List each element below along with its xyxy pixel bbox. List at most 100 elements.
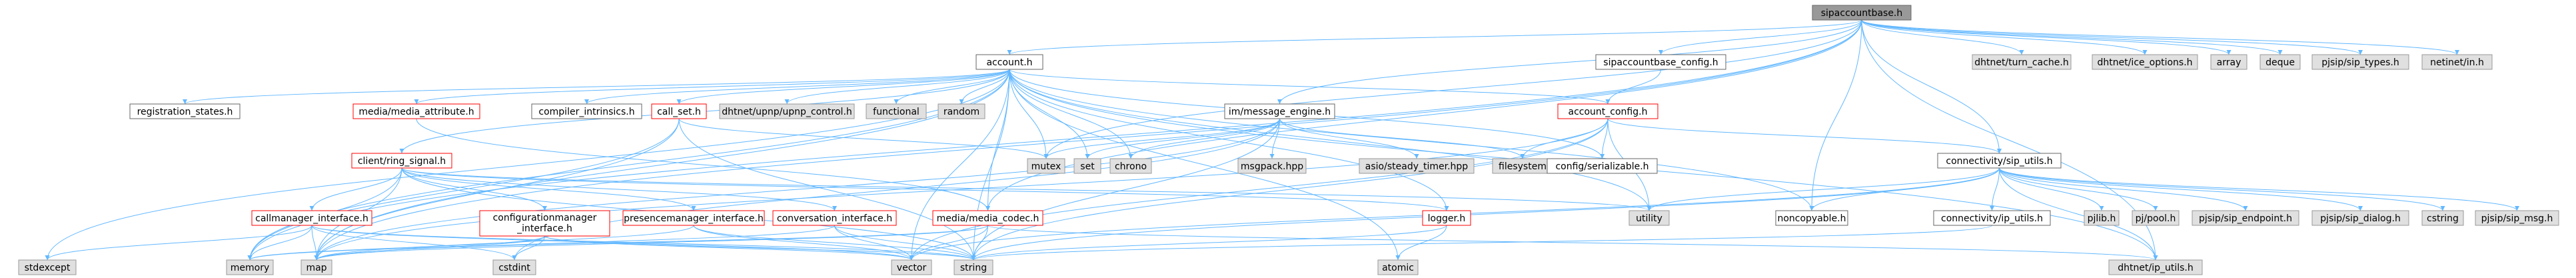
dependency-edge-message_engine_h-to-filesystem xyxy=(1279,118,1525,159)
dependency-edge-call_set_h-to-memory xyxy=(247,118,680,261)
node-call-set-h[interactable]: call_set.h xyxy=(651,103,707,119)
dependency-edge-account_h-to-noncopyable_h xyxy=(1009,69,1814,211)
dependency-edge-callmanager_interface_h-to-map xyxy=(311,225,319,261)
node-configurationmanager-interface-h[interactable]: configurationmanager_interface.h xyxy=(479,210,610,237)
node-deque: deque xyxy=(2259,54,2301,70)
node-label: connectivity/ip_utils.h xyxy=(1941,213,2043,224)
node-conversation-interface-h[interactable]: conversation_interface.h xyxy=(772,210,897,226)
node-label: asio/steady_timer.hpp xyxy=(1365,161,1469,172)
dependency-edge-callmanager_interface_h-to-stdexcept xyxy=(45,225,313,261)
dependency-edge-account_config_h-to-string xyxy=(971,118,1609,261)
node-box xyxy=(1557,103,1658,119)
dependency-edge-media_codec_h-to-ip_utils_dht xyxy=(987,225,2158,261)
dependency-edge-account_h-to-upnp_control xyxy=(784,69,1010,105)
dependency-edge-sipaccountbase_h-to-pjsip_types xyxy=(1861,19,2363,55)
dependency-edge-connectivity_sip_utils_h-to-ip_utils_dht xyxy=(1999,167,2158,261)
dependency-edge-sipaccountbase_h-to-map xyxy=(314,19,1862,261)
node-sipaccountbase-h: sipaccountbase.h xyxy=(1812,5,1912,21)
dependency-edge-message_engine_h-to-cstdint xyxy=(512,118,1280,261)
node-box xyxy=(1109,158,1152,174)
node-label: msgpack.hpp xyxy=(1241,161,1303,172)
node-random: random xyxy=(938,103,985,119)
node-pjsip-types: pjsip/sip_types.h xyxy=(2311,54,2409,70)
node-filesystem: filesystem xyxy=(1492,158,1553,174)
dependency-edge-sipaccountbase_h-to-turn_cache xyxy=(1861,19,2024,55)
dependency-edge-account_h-to-compiler_intrinsics_h xyxy=(584,69,1010,105)
dependency-edge-sipaccountbase_h-to-message_engine_h xyxy=(1277,19,1862,105)
node-map: map xyxy=(301,259,332,275)
node-box xyxy=(2421,210,2464,226)
node-compiler-intrinsics-h[interactable]: compiler_intrinsics.h xyxy=(531,103,642,119)
dependency-edge-connectivity_sip_utils_h-to-sip_msg xyxy=(1999,167,2519,211)
dependency-edge-account_config_h-to-connectivity_sip_utils_h xyxy=(1607,118,2002,154)
node-connectivity-ip-utils-h[interactable]: connectivity/ip_utils.h xyxy=(1933,210,2051,226)
node-label: account_config.h xyxy=(1569,107,1648,117)
dependency-edge-presencemanager_interface_h-to-vector xyxy=(693,225,914,261)
node-media-codec-h[interactable]: media/media_codec.h xyxy=(932,210,1043,226)
node-label: pj/pool.h xyxy=(2136,213,2176,224)
node-memory: memory xyxy=(226,259,274,275)
node-label: pjsip/sip_types.h xyxy=(2321,57,2399,68)
node-connectivity-sip-utils-h[interactable]: connectivity/sip_utils.h xyxy=(1937,153,2062,169)
dependency-edge-sipaccountbase_h-to-netinet_in xyxy=(1861,19,2459,55)
dependency-edge-account_config_h-to-vector xyxy=(909,118,1609,261)
node-noncopyable-h[interactable]: noncopyable.h xyxy=(1775,210,1848,226)
node-box xyxy=(1812,5,1912,21)
node-presencemanager-interface-h[interactable]: presencemanager_interface.h xyxy=(622,210,765,226)
node-label: array xyxy=(2217,57,2242,68)
node-label: functional xyxy=(873,107,920,117)
node-pjlib: pjlib.h xyxy=(2084,210,2120,226)
dependency-edge-configurationmanager_interface_h-to-cstdint xyxy=(512,235,545,261)
node-label: set xyxy=(1080,161,1095,172)
node-logger-h[interactable]: logger.h xyxy=(1422,210,1471,226)
node-label: utility xyxy=(1636,213,1662,224)
dependency-edge-call_set_h-to-mutex xyxy=(678,118,1049,159)
node-set: set xyxy=(1073,158,1101,174)
dependency-edge-client_ring_signal_h-to-logger_h xyxy=(401,167,1449,211)
node-pjpool: pj/pool.h xyxy=(2132,210,2180,226)
node-box xyxy=(18,259,77,275)
node-callmanager-interface-h[interactable]: callmanager_interface.h xyxy=(251,210,372,226)
dependency-edge-sipaccountbase_config_h-to-account_config_h xyxy=(1605,69,1661,105)
node-config-serializable-h[interactable]: config/serializable.h xyxy=(1547,158,1658,174)
node-label: stdexcept xyxy=(25,263,71,273)
node-account-h[interactable]: account.h xyxy=(975,54,1043,70)
dependency-edge-media_codec_h-to-map xyxy=(314,225,988,261)
node-box xyxy=(1937,153,2062,169)
dependency-edge-conversation_interface_h-to-map xyxy=(314,225,835,261)
node-media-attribute-h[interactable]: media/media_attribute.h xyxy=(352,103,480,119)
node-account-config-h[interactable]: account_config.h xyxy=(1557,103,1658,119)
dependency-edge-logger_h-to-atomic xyxy=(1395,225,1447,261)
node-registration-states-h[interactable]: registration_states.h xyxy=(129,103,241,119)
node-box xyxy=(932,210,1043,226)
dependency-edge-client_ring_signal_h-to-presencemanager_interface_h xyxy=(401,167,696,211)
node-client-ring-signal-h[interactable]: client/ring_signal.h xyxy=(351,153,452,169)
node-box xyxy=(954,259,993,275)
node-box xyxy=(719,103,855,119)
node-box xyxy=(975,54,1043,70)
node-label: mutex xyxy=(1031,161,1061,172)
node-box xyxy=(2311,54,2409,70)
dependency-edge-connectivity_ip_utils_h-to-string xyxy=(971,225,1992,261)
node-label: noncopyable.h xyxy=(1777,213,1846,224)
dependency-edge-connectivity_sip_utils_h-to-pjlib xyxy=(1999,167,2104,211)
node-label: connectivity/sip_utils.h xyxy=(1946,156,2052,167)
dependency-edge-callmanager_interface_h-to-memory xyxy=(247,225,313,261)
dependency-edge-sipaccountbase_h-to-connectivity_sip_utils_h xyxy=(1861,19,2002,154)
node-box xyxy=(891,259,932,275)
node-label: registration_states.h xyxy=(137,107,233,117)
node-sipaccountbase-config-h[interactable]: sipaccountbase_config.h xyxy=(1595,54,1726,70)
node-box xyxy=(1933,210,2051,226)
dependency-edge-media_codec_h-to-vector xyxy=(909,225,988,261)
node-box xyxy=(2192,210,2299,226)
node-message-engine-h[interactable]: im/message_engine.h xyxy=(1224,103,1335,119)
node-label: conversation_interface.h xyxy=(777,213,892,224)
dependency-edge-account_h-to-vector xyxy=(909,69,1010,261)
node-box xyxy=(2108,259,2203,275)
node-label: cstdint xyxy=(498,263,530,273)
node-box xyxy=(2475,210,2559,226)
node-utility: utility xyxy=(1628,210,1670,226)
node-box xyxy=(301,259,332,275)
node-label: atomic xyxy=(1382,263,1414,273)
